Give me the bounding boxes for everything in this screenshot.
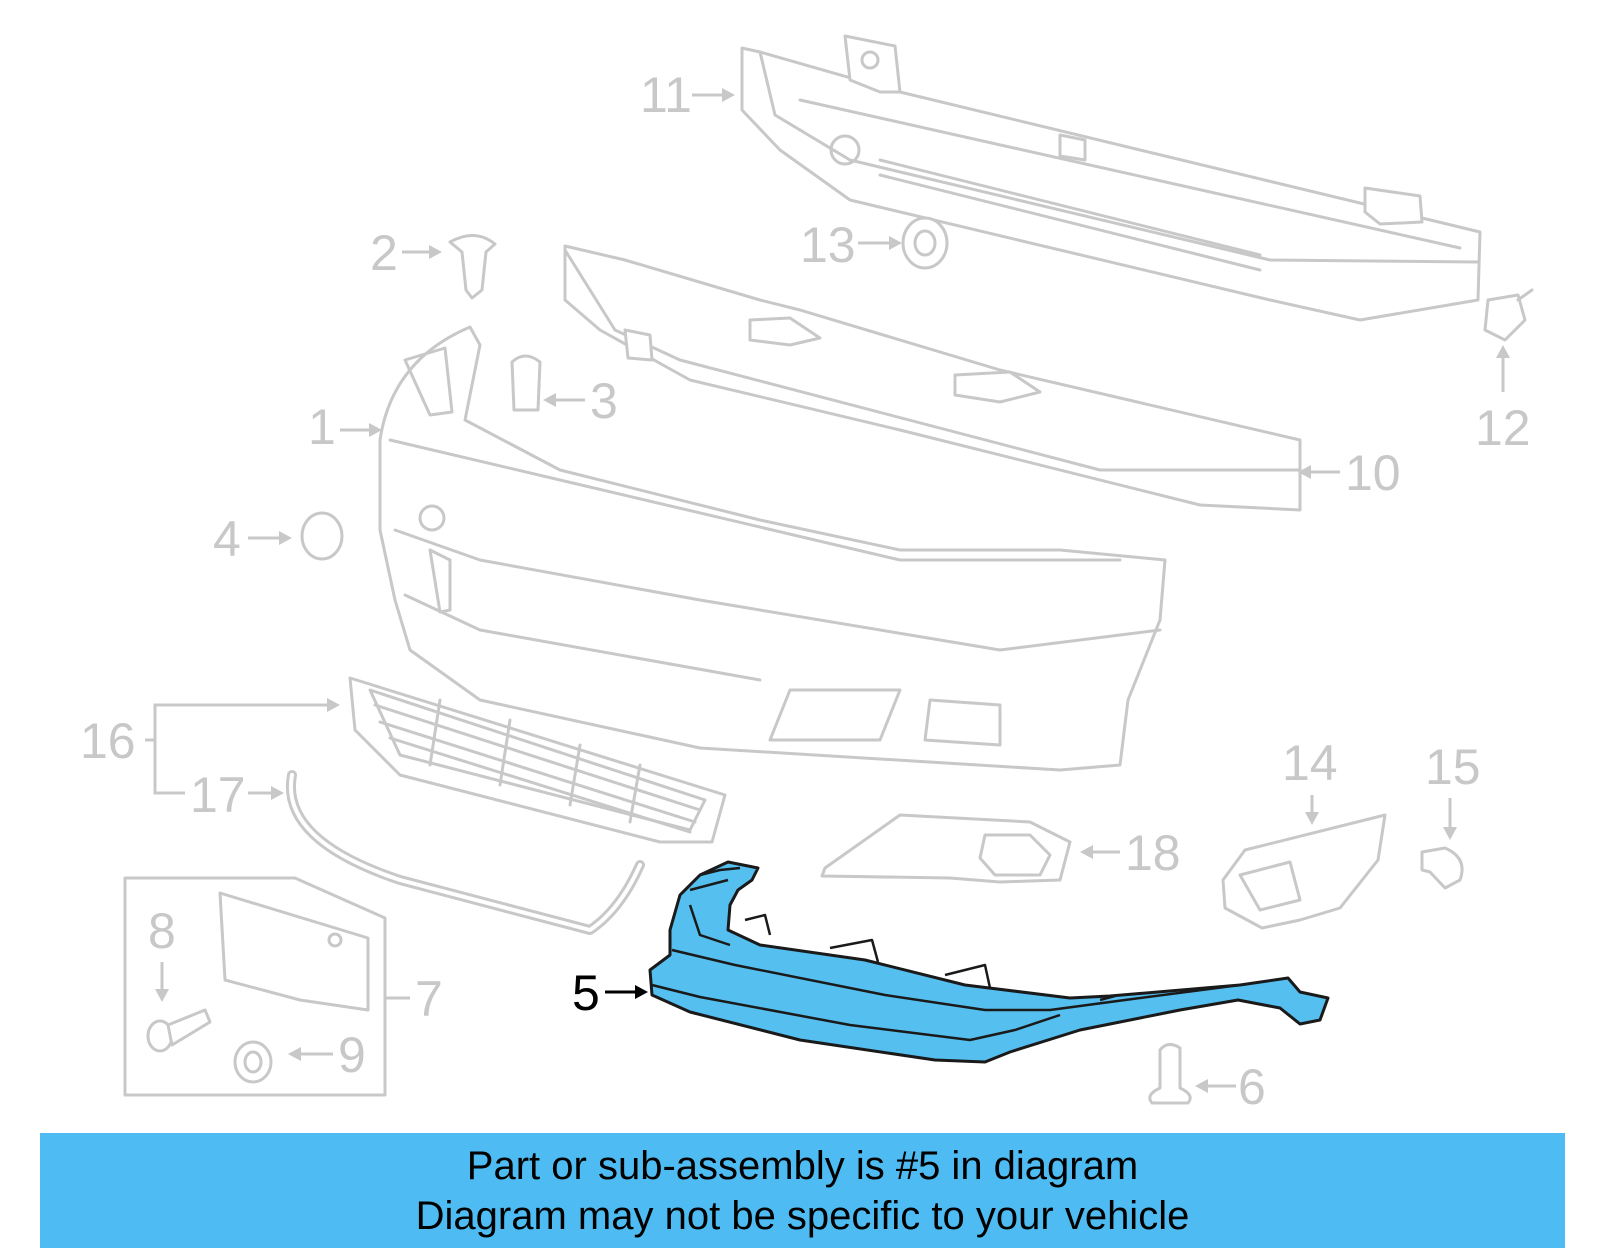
callout-12: 12 <box>1475 400 1531 456</box>
callout-9: 9 <box>338 1027 366 1083</box>
part-4-cap[interactable] <box>300 511 344 561</box>
banner-line-2: Diagram may not be specific to your vehi… <box>415 1194 1190 1238</box>
callout-15: 15 <box>1425 739 1481 795</box>
part-6-bolt[interactable] <box>1148 1043 1192 1105</box>
part-7-license-bracket-group[interactable] <box>123 876 387 1097</box>
callout-10: 10 <box>1345 445 1401 501</box>
callout-6: 6 <box>1238 1059 1266 1115</box>
callout-11: 11 <box>640 67 692 123</box>
part-8-screw[interactable] <box>146 1008 212 1053</box>
callout-5: 5 <box>572 965 600 1021</box>
callout-16: 16 <box>80 713 136 769</box>
callout-7: 7 <box>415 971 443 1027</box>
info-banner: Part or sub-assembly is #5 in diagram Di… <box>40 1133 1565 1248</box>
callout-18: 18 <box>1125 825 1181 881</box>
part-5-lower-spoiler-highlighted[interactable] <box>648 860 1330 1064</box>
part-11-reinforcement-bar[interactable] <box>740 34 1482 322</box>
part-2-clip[interactable] <box>448 234 497 300</box>
part-16-lower-grille[interactable] <box>348 676 727 844</box>
part-15-push-clip[interactable] <box>1420 846 1464 890</box>
banner-line-1: Part or sub-assembly is #5 in diagram <box>466 1144 1139 1188</box>
callout-8: 8 <box>148 903 176 959</box>
part-18-fog-lamp-bezel[interactable] <box>820 813 1072 884</box>
part-17-trim-strip[interactable] <box>285 770 645 935</box>
callout-13: 13 <box>800 217 856 273</box>
part-14-bracket[interactable] <box>1221 813 1387 930</box>
part-1-bumper-cover[interactable] <box>378 325 1167 772</box>
callout-17: 17 <box>190 767 246 823</box>
parts-diagram: 11 13 12 2 3 10 <box>80 34 1534 1115</box>
part-9-nut[interactable] <box>233 1040 273 1084</box>
callout-1: 1 <box>308 399 336 455</box>
part-10-energy-absorber[interactable] <box>563 244 1302 512</box>
part-13-grommet[interactable] <box>901 216 949 270</box>
callout-4: 4 <box>213 511 241 567</box>
part-12-bolt[interactable] <box>1483 288 1534 342</box>
part-3-nut[interactable] <box>510 354 542 412</box>
callout-14: 14 <box>1282 735 1338 791</box>
callout-3: 3 <box>590 373 618 429</box>
callout-2: 2 <box>370 225 398 281</box>
